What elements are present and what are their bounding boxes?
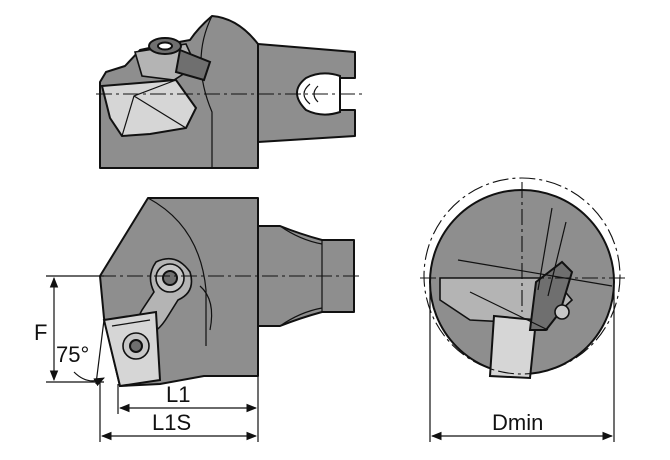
end-facet-2: [547, 221, 567, 297]
angle-arc: [73, 371, 105, 387]
end-clearance-circle: [423, 177, 621, 375]
l1s-label: L1S: [152, 410, 191, 435]
l1-label: L1: [166, 382, 190, 407]
insert-edge: [111, 319, 151, 327]
lower-screw-recess: [129, 339, 143, 353]
clamp-screw-hole: [157, 41, 173, 51]
fork-ring: [303, 83, 311, 105]
front-shank: [257, 225, 355, 327]
end-facet-1: [537, 207, 553, 291]
front-view: [46, 197, 362, 388]
dmin-label: Dmin: [492, 410, 543, 435]
head-bevel-2: [199, 285, 213, 331]
shank-neck-top: [279, 225, 323, 245]
head-bevel: [147, 197, 207, 346]
insert-chipbreaker: [133, 95, 187, 129]
end-screw: [554, 304, 570, 320]
angle-label: 75°: [56, 342, 89, 367]
clamp-arm: [174, 48, 212, 82]
angle-ref-line: [95, 319, 105, 385]
upper-screw-recess: [162, 270, 178, 286]
end-facet-3: [457, 259, 613, 287]
top-insert: [100, 78, 198, 138]
top-view: [96, 15, 362, 169]
f-label: F: [34, 320, 47, 345]
end-insert: [488, 314, 538, 380]
shank-neck-bottom: [279, 307, 323, 327]
end-facet-4: [469, 291, 549, 331]
dimensions: F 75° L1 L1S Dmin: [34, 275, 615, 442]
end-view: [420, 177, 626, 380]
